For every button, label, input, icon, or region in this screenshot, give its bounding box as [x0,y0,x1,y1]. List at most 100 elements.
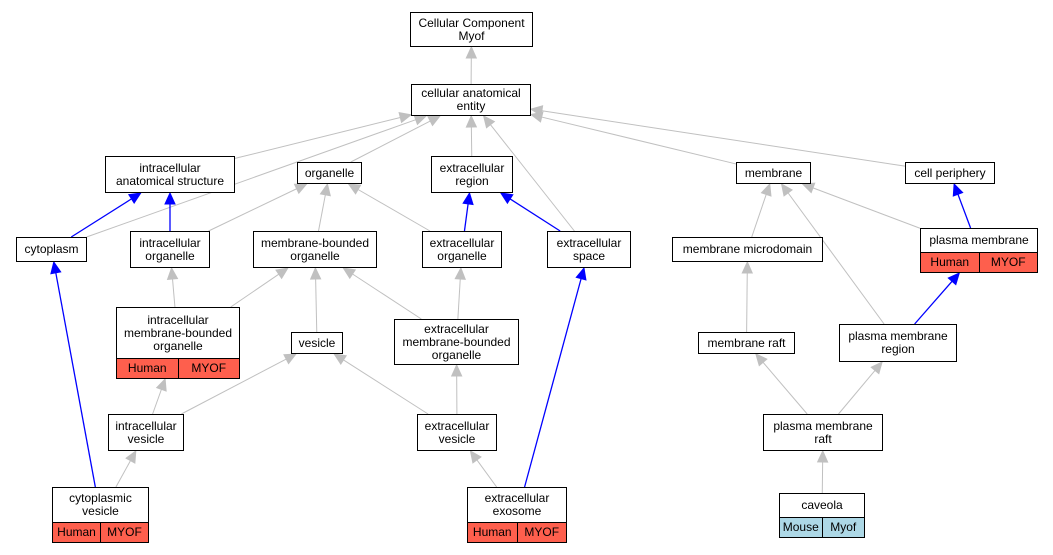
node-mbo[interactable]: membrane-bounded organelle [253,231,377,268]
edge-arrowhead [347,183,362,195]
edge-pm-to-cellper [957,194,972,229]
edge-arrowhead [947,272,961,286]
edge-arrowhead [465,45,478,59]
node-organelle[interactable]: organelle [297,162,362,184]
node-label: organelle [304,165,355,180]
edge-cytoplasm-to-ias [70,198,132,238]
gene-tag: MYOF [516,523,566,542]
edge-mbo-to-organelle [318,194,326,232]
node-root[interactable]: Cellular Component Myof [410,12,533,47]
edge-arrowhead [127,192,142,205]
species-tag: Human [468,523,517,542]
edge-arrowhead [309,266,322,280]
node-label: membrane raft [707,335,786,350]
node-cellper[interactable]: cell periphery [905,162,995,184]
node-intorg[interactable]: intracellular organelle [130,231,210,268]
node-label: plasma membrane region [848,329,948,356]
edge-membrane-to-cae [541,116,737,165]
node-ev[interactable]: extracellular vesicle [417,414,497,451]
edge-organelle-to-cae [350,120,431,163]
edge-ev-to-vesicle [343,359,429,415]
edge-iv-to-imbo [152,389,162,415]
node-mmd[interactable]: membrane microdomain [672,237,823,262]
edge-arrowhead [780,183,794,197]
species-tag: Human [921,253,979,272]
edge-arrowhead [342,267,357,280]
edge-pm-to-membrane [812,187,921,229]
edge-mraft-to-mmd [746,272,748,333]
edge-arrowhead [801,182,816,194]
edge-arrowhead [482,115,496,129]
node-label: membrane [744,165,803,180]
edge-pmr-to-membrane [787,192,885,325]
edge-arrowhead [164,191,176,205]
edge-arrowhead [755,353,768,367]
node-vesicle[interactable]: vesicle [291,332,343,354]
node-label: extracellular membrane-bounded organelle [402,321,511,362]
node-label: vesicle [298,335,336,350]
edge-arrowhead [293,183,308,195]
node-label: extracellular space [556,235,622,263]
node-label: extracellular region [439,160,505,188]
node-label: extracellular organelle [429,235,495,263]
edge-imbo-to-mbo [230,273,280,308]
edge-arrowhead [952,182,964,197]
edge-arrowhead [816,449,829,463]
node-mraft[interactable]: membrane raft [698,332,795,354]
edge-arrowhead [283,353,298,365]
node-iv[interactable]: intracellular vesicle [108,414,184,451]
node-cae[interactable]: cellular anatomical entity [411,84,531,116]
node-label: cell periphery [914,165,986,180]
node-cytoplasm[interactable]: cytoplasm [16,237,87,262]
node-label: intracellular organelle [139,235,201,263]
node-ias[interactable]: intracellular anatomical structure [105,156,235,193]
edge-exo-to-ev [476,459,498,488]
edge-arrowhead [155,377,167,392]
edge-iv-to-vesicle [181,358,287,415]
edge-arrowhead [166,266,179,280]
node-ecorg[interactable]: extracellular organelle [422,231,502,268]
edge-arrowhead [125,449,137,464]
gene-tag: MYOF [100,523,148,542]
edge-pmr-to-pm [914,280,953,325]
node-label: membrane microdomain [682,242,813,256]
edge-arrowhead [469,450,482,464]
node-imbo[interactable]: intracellular membrane-bounded organelle… [116,307,240,379]
edge-ecorg-to-organelle [357,189,431,232]
edge-cytoplasm-to-cae [86,119,416,238]
edge-arrowhead [454,266,466,280]
species-tag: Mouse [780,518,822,537]
node-embo[interactable]: extracellular membrane-bounded organelle [394,319,519,365]
edge-ecorg-to-ecr [463,203,469,232]
edge-arrowhead [575,266,587,281]
edge-ecspace-to-ecr [509,198,561,232]
species-tag: Human [117,359,178,378]
edge-arrowhead [462,191,474,206]
node-pmr[interactable]: plasma membrane region [839,324,957,362]
gene-tag: MYOF [177,359,239,378]
node-label: membrane-bounded organelle [260,235,370,263]
node-membrane[interactable]: membrane [736,162,811,184]
gene-tag: Myof [821,518,864,537]
edge-arrowhead [529,105,544,117]
node-ecspace[interactable]: extracellular space [547,231,631,268]
edge-arrowhead [333,353,348,366]
node-label: extracellular exosome [484,491,550,518]
edge-arrowhead [413,114,428,126]
edge-arrowhead [275,267,289,280]
edge-arrowhead [760,182,772,197]
edge-ecspace-to-cae [490,124,575,232]
node-pmraft[interactable]: plasma membrane raft [763,414,883,451]
node-ecr[interactable]: extracellular region [431,156,513,193]
